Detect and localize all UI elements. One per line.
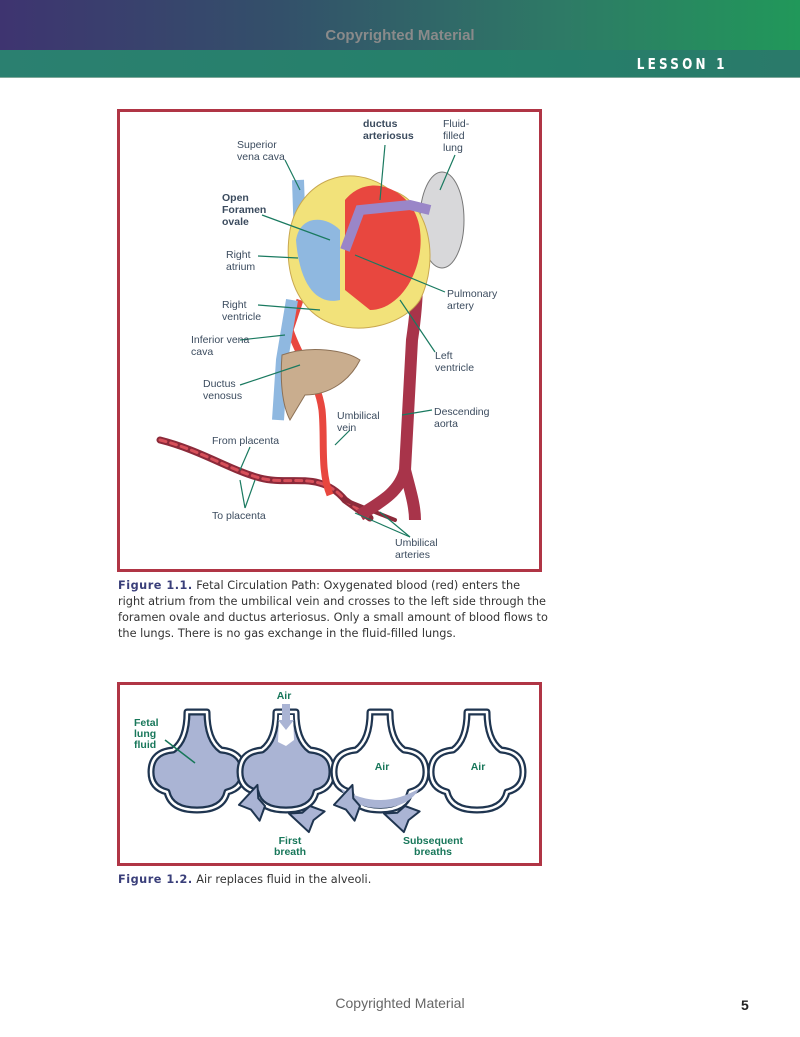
label-umbilical-vein: Umbilical vein <box>337 410 380 434</box>
alveolus-subsequent-breath <box>334 712 426 810</box>
figure-2-caption: Figure 1.2. Air replaces fluid in the al… <box>118 872 548 888</box>
lesson-heading: LESSON 1 <box>637 55 728 73</box>
liver <box>280 349 361 422</box>
label-to-placenta: To placenta <box>212 510 266 522</box>
label-superior-vena-cava: Superior vena cava <box>237 139 285 163</box>
figure-1-caption-label: Figure 1.1. <box>118 579 193 592</box>
pulmonary-artery <box>340 199 432 252</box>
label-fetal-lung-fluid: Fetal lung fluid <box>134 717 159 751</box>
figure-1-caption: Figure 1.1. Fetal Circulation Path: Oxyg… <box>118 578 548 642</box>
copyright-watermark-top: Copyrighted Material <box>325 27 475 44</box>
label-left-ventricle: Left ventricle <box>435 350 475 374</box>
label-air-inflow: Air <box>276 690 292 702</box>
label-from-placenta: From placenta <box>212 435 280 447</box>
figure-1-caption-text: Fetal Circulation Path: Oxygenated blood… <box>118 579 548 640</box>
air-inflow-arrow <box>278 704 294 730</box>
label-air-alveolus-4: Air <box>470 761 486 773</box>
label-open-foramen-ovale: Open Foramen ovale <box>222 192 267 228</box>
label-umbilical-arteries: Umbilical arteries <box>395 537 438 561</box>
figure-1-frame <box>117 109 542 572</box>
label-descending-aorta: Descending aorta <box>434 406 490 430</box>
left-heart <box>345 185 421 310</box>
fluid-leader-line <box>164 739 196 764</box>
umbilical-vein <box>286 298 334 497</box>
label-subsequent-breaths: Subsequent breaths <box>402 835 464 858</box>
copyright-watermark-bottom: Copyrighted Material <box>335 995 465 1011</box>
label-right-ventricle: Right ventricle <box>222 299 262 323</box>
label-first-breath: First breath <box>273 835 307 858</box>
header-band <box>0 0 800 50</box>
lesson-band <box>0 50 800 78</box>
leader-lines <box>239 144 456 538</box>
label-ductus-venosus: Ductus venosus <box>203 378 243 402</box>
label-fluid-filled-lung: Fluid-filled lung <box>443 118 470 154</box>
label-inferior-vena-cava: Inferior vena cava <box>191 334 250 358</box>
label-air-alveolus-3: Air <box>374 761 390 773</box>
page-number: 5 <box>741 997 749 1013</box>
figure-2-frame <box>117 682 542 866</box>
label-right-atrium: Right atrium <box>226 249 256 273</box>
figure-2-caption-label: Figure 1.2. <box>118 873 193 886</box>
label-pulmonary-artery: Pulmonary artery <box>447 288 498 312</box>
label-ductus-arteriosus: ductus arteriosus <box>363 118 414 142</box>
figure-2-caption-text: Air replaces fluid in the alveoli. <box>192 873 372 886</box>
